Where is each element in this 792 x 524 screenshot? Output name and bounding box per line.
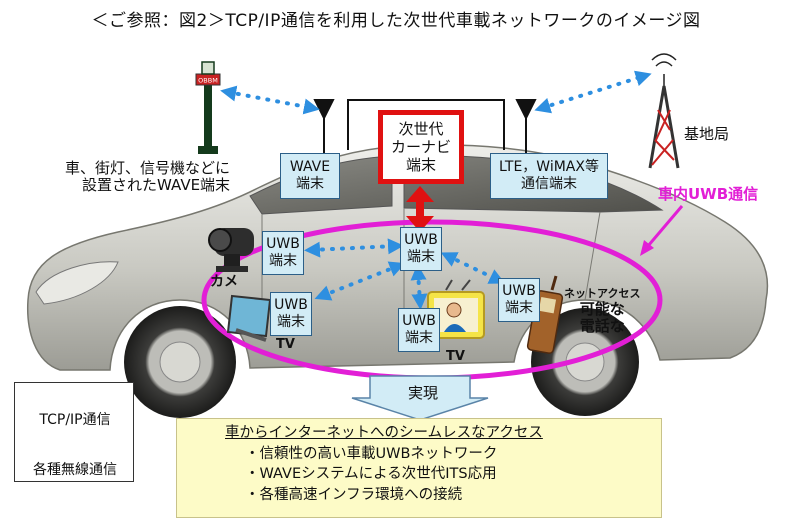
- summary-bullet: ・信頼性の高い車載UWBネットワーク: [245, 445, 498, 462]
- base-station-tower-icon: [648, 53, 680, 169]
- uwb-label: UWB: [402, 313, 436, 330]
- car-nav-terminal: 次世代 カーナビ 端末: [378, 110, 464, 184]
- svg-text:OBBM: OBBM: [198, 77, 218, 85]
- car-nav-line-2: カーナビ: [390, 138, 451, 156]
- wave-terminal: WAVE 端末: [280, 153, 340, 199]
- phone-label-line-2: 可能な: [579, 299, 625, 318]
- tv-label-center: TV: [446, 349, 465, 364]
- wave-terminal-line-2: 端末: [296, 176, 324, 192]
- legend-box: TCP/IP通信 各種無線通信: [14, 382, 134, 482]
- phone-label-line-1: ネットアクセス: [564, 287, 641, 300]
- lte-terminal: LTE，WiMAX等 通信端末: [490, 153, 608, 199]
- diagram-title: ＜ご参照：図2＞TCP/IP通信を利用した次世代車載ネットワークのイメージ図: [91, 11, 701, 31]
- uwb-terminal-camera: UWB 端末: [262, 231, 304, 275]
- uwb-label: 端末: [405, 330, 433, 346]
- uwb-pointer-arrow: [646, 205, 684, 247]
- uwb-pointer-arrowhead: [640, 240, 654, 256]
- street-lamp-icon: OBBM: [195, 61, 221, 154]
- legend-wireless-label: 各種無線通信: [33, 462, 117, 478]
- uwb-label: UWB: [502, 283, 536, 300]
- summary-box: 車からインターネットへのシームレスなアクセス ・信頼性の高い車載UWBネットワー…: [176, 418, 662, 518]
- base-station-label: 基地局: [684, 125, 730, 143]
- legend-tcpip-label: TCP/IP通信: [39, 412, 111, 428]
- car-nav-line-3: 端末: [405, 156, 436, 174]
- tv-label-left: TV: [276, 337, 295, 352]
- realize-label: 実現: [408, 384, 439, 402]
- roadside-label-line-1: 車、街灯、信号機などに: [65, 159, 231, 177]
- phone-label-line-3: 電話な: [579, 316, 625, 335]
- roadside-label-line-2: 設置されたWAVE端末: [82, 176, 231, 195]
- uwb-label: UWB: [266, 236, 300, 253]
- car-nav-line-1: 次世代: [398, 120, 444, 138]
- camera-icon: [208, 228, 254, 272]
- wave-terminal-line-1: WAVE: [289, 159, 331, 176]
- wireless-links: [220, 70, 652, 310]
- car-headlight: [35, 261, 119, 305]
- uwb-terminal-phone: UWB 端末: [498, 278, 540, 322]
- uwb-terminal-tv-center: UWB 端末: [398, 308, 440, 352]
- summary-bullet: ・WAVEシステムによる次世代ITS応用: [245, 466, 497, 483]
- uwb-label: 端末: [269, 253, 297, 269]
- uwb-terminal-hub: UWB 端末: [400, 227, 442, 271]
- phone-labels: ネットアクセス 可能な 電話な: [564, 287, 641, 335]
- uwb-label: 端末: [277, 314, 305, 330]
- uwb-label: 端末: [407, 249, 435, 265]
- summary-bullet: ・各種高速インフラ環境への接続: [245, 486, 463, 503]
- uwb-label: 端末: [505, 300, 533, 316]
- roadside-label: 車、街灯、信号機などに 設置されたWAVE端末: [60, 159, 231, 195]
- realize-arrow: [351, 375, 489, 421]
- uwb-label: UWB: [404, 232, 438, 249]
- uwb-terminal-tv-left: UWB 端末: [270, 292, 312, 336]
- lte-terminal-line-2: 通信端末: [521, 176, 577, 192]
- lte-terminal-line-1: LTE，WiMAX等: [499, 159, 599, 176]
- in-car-uwb-label: 車内UWB通信: [658, 185, 759, 203]
- tv-monitor-icon: [226, 294, 272, 342]
- tcpip-arrow: [406, 186, 434, 232]
- tv-person-icon: [427, 279, 485, 339]
- uwb-label: UWB: [274, 297, 308, 314]
- front-hub: [159, 341, 201, 383]
- summary-heading: 車からインターネットへのシームレスなアクセス: [225, 425, 543, 441]
- camera-label: カメ: [210, 274, 238, 290]
